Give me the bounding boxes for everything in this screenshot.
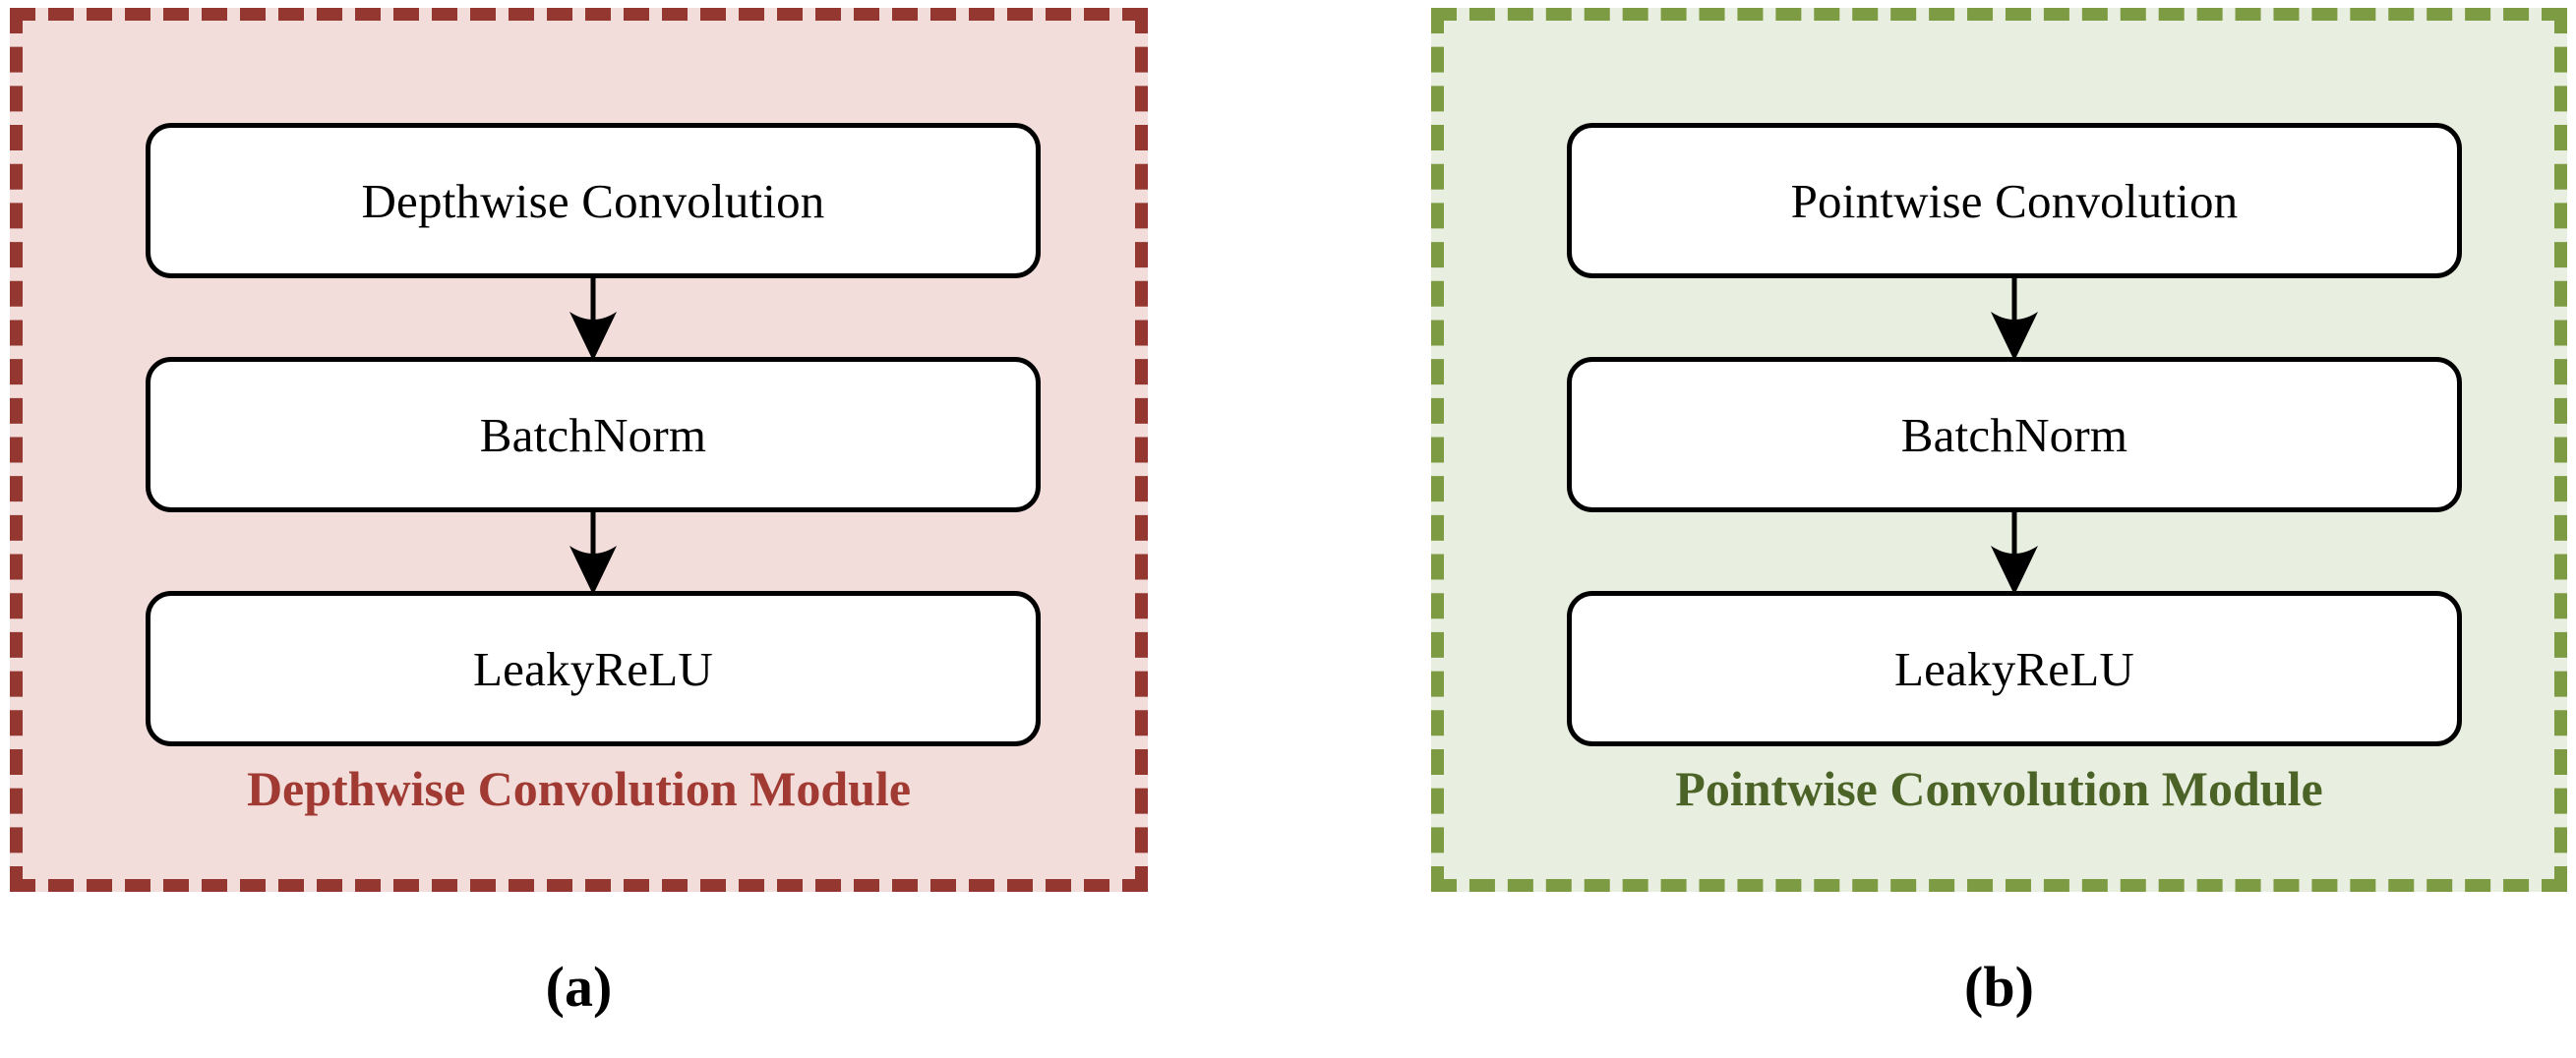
node-label: LeakyReLU: [1894, 641, 2134, 696]
subcaption-b: (b): [1964, 955, 2034, 1019]
node-leakyrelu[interactable]: LeakyReLU: [1567, 591, 2462, 746]
node-label: Depthwise Convolution: [361, 173, 825, 228]
arrow-batchnorm-to-leakyrelu: [1980, 510, 2049, 595]
module-label-depthwise: Depthwise Convolution Module: [246, 761, 912, 816]
node-leakyrelu[interactable]: LeakyReLU: [146, 591, 1041, 746]
node-stack-pointwise: Pointwise Convolution BatchNorm LeakyReL…: [1444, 21, 2554, 788]
arrow-depthwise-to-batchnorm: [559, 276, 628, 361]
arrow-pointwise-to-batchnorm: [1980, 276, 2049, 361]
node-depthwise-convolution[interactable]: Depthwise Convolution: [146, 123, 1041, 278]
node-label: BatchNorm: [479, 407, 707, 462]
panel-depthwise-convolution-module: Depthwise Convolution BatchNorm LeakyReL…: [10, 8, 1148, 892]
arrow-batchnorm-to-leakyrelu: [559, 510, 628, 595]
node-stack-depthwise: Depthwise Convolution BatchNorm LeakyReL…: [23, 21, 1135, 788]
module-label-pointwise: Pointwise Convolution Module: [1675, 761, 2323, 816]
node-label: LeakyReLU: [473, 641, 713, 696]
node-label: Pointwise Convolution: [1790, 173, 2239, 228]
node-pointwise-convolution[interactable]: Pointwise Convolution: [1567, 123, 2462, 278]
panel-pointwise-convolution-module: Pointwise Convolution BatchNorm LeakyReL…: [1431, 8, 2567, 892]
node-label: BatchNorm: [1900, 407, 2128, 462]
node-batchnorm[interactable]: BatchNorm: [1567, 357, 2462, 512]
subcaption-a: (a): [545, 955, 613, 1019]
node-batchnorm[interactable]: BatchNorm: [146, 357, 1041, 512]
